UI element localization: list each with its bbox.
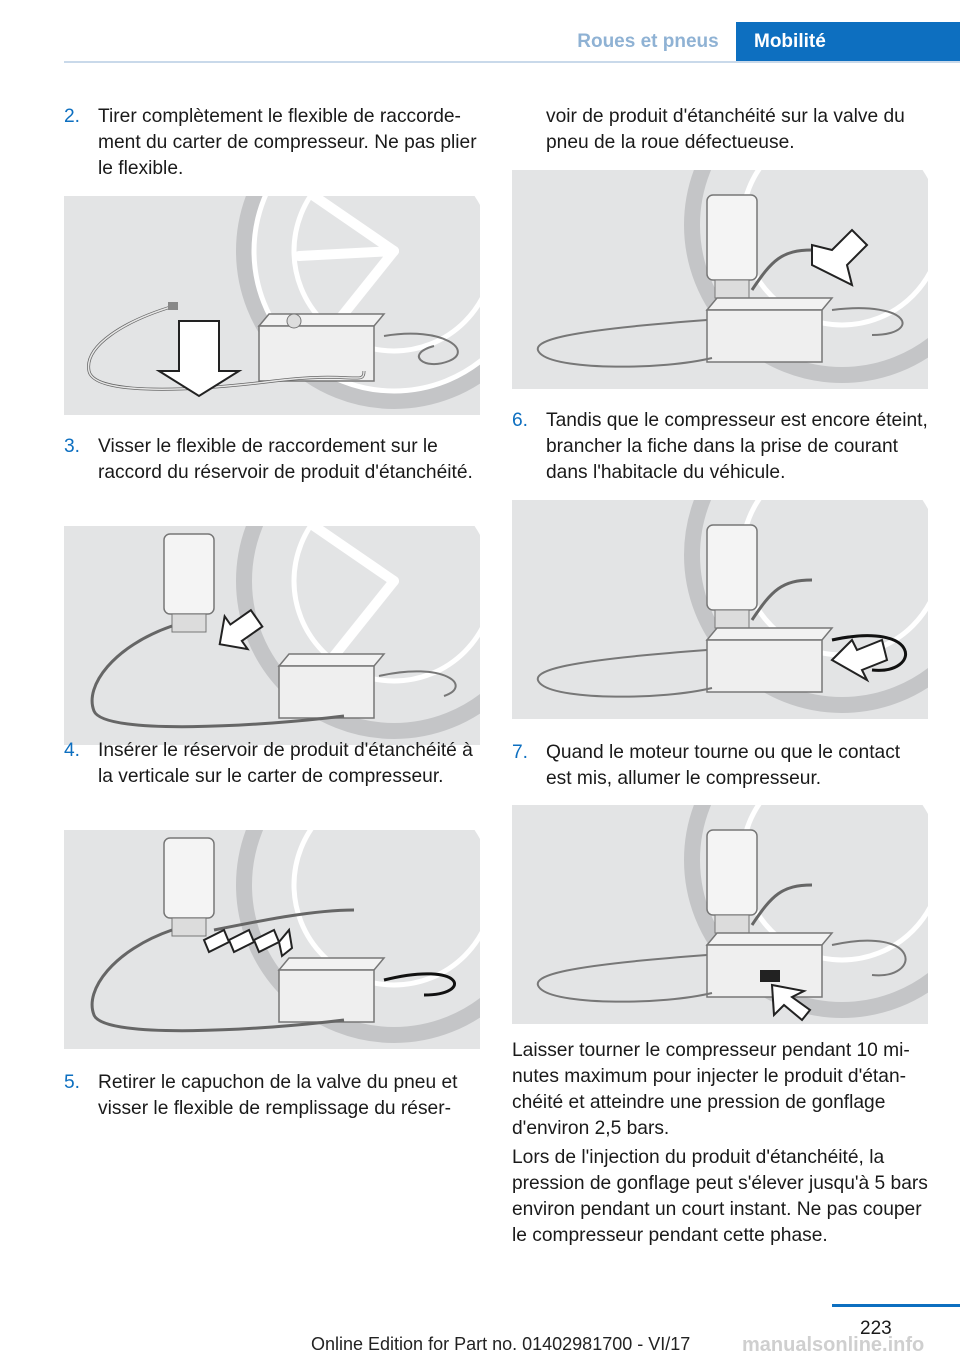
page-header: Roues et pneus Mobilité [0,0,960,63]
step-number: 4. [64,740,81,761]
plug-socket-illustration [536,500,928,713]
step-3: 3. Visser le flexible de raccordement su… [64,434,480,514]
step-text: Quand le moteur tourne ou que le contact… [546,742,901,789]
step-5-continued: voir de produit d'étanchéité sur la valv… [512,104,928,160]
figure-hose-extended [64,196,480,415]
step-7: 7. Quand le moteur tourne ou que le cont… [512,740,928,796]
step-text: Retirer le capuchon de la valve du pneu … [98,1072,458,1119]
watermark: manualsonline.info [742,1334,925,1356]
chapter-tab: Mobilité [736,22,960,62]
figure-plug-socket [512,500,928,719]
step-text: Tandis que le compresseur est encore éte… [546,410,928,483]
figure-bottle-on-compressor [64,830,480,1049]
header-divider [64,61,960,63]
step-text: Visser le flexible de raccordement sur l… [98,436,473,483]
step-text: Tirer complètement le flexible de raccor… [98,106,477,179]
step-5: 5. Retirer le capuchon de la valve du pn… [64,1070,480,1126]
step-6: 6. Tandis que le compresseur est encore … [512,408,928,488]
bottle-on-compressor-illustration [90,830,480,1043]
step-2: 2. Tirer complètement le flexible de rac… [64,104,480,184]
paragraph-pressure-warning: Lors de l'injection du produit d'étanché… [512,1147,928,1246]
section-tab: Roues et pneus [577,31,719,52]
step-number: 2. [64,106,81,127]
paragraph-duration: Laisser tourner le compresseur pendant 1… [512,1040,910,1139]
figure-switch-on [512,805,928,1024]
step-text: voir de produit d'étanchéité sur la valv… [546,106,905,153]
footer-divider [832,1304,960,1307]
step-number: 5. [64,1072,81,1093]
figure-hose-to-bottle [64,526,480,745]
step-4: 4. Insérer le réservoir de produit d'éta… [64,738,480,794]
edition-note: Online Edition for Part no. 01402981700 … [311,1334,691,1354]
hose-to-valve-illustration [536,170,928,383]
hose-to-bottle-illustration [90,526,480,739]
page-number: 223 [860,1318,892,1339]
switch-on-illustration [536,805,928,1022]
step-number: 3. [64,436,81,457]
step-number: 7. [512,742,529,763]
step-number: 6. [512,410,529,431]
step-text: Insérer le réservoir de produit d'étanch… [98,740,473,787]
hose-extended-illustration [87,196,480,409]
figure-hose-to-valve [512,170,928,389]
